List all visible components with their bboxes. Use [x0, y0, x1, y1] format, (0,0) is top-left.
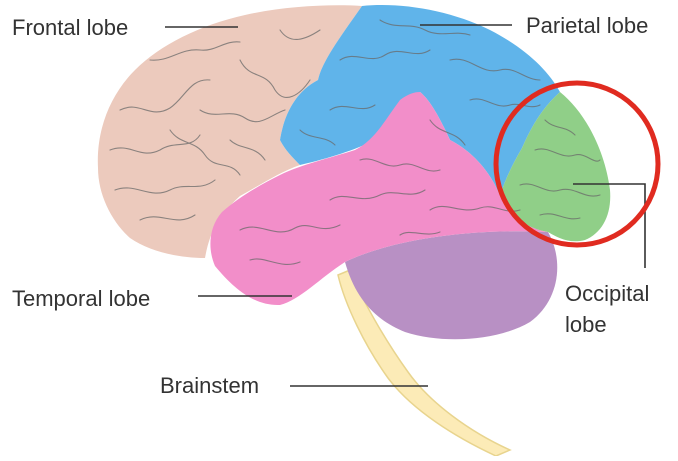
occipital-label-line1: Occipital	[565, 278, 649, 309]
occipital-lobe-label: Occipital lobe	[565, 278, 649, 340]
frontal-lobe-label: Frontal lobe	[12, 15, 128, 41]
parietal-lobe-label: Parietal lobe	[526, 13, 648, 39]
occipital-label-line2: lobe	[565, 309, 649, 340]
temporal-lobe-label: Temporal lobe	[12, 286, 150, 312]
brainstem-label: Brainstem	[160, 373, 259, 399]
